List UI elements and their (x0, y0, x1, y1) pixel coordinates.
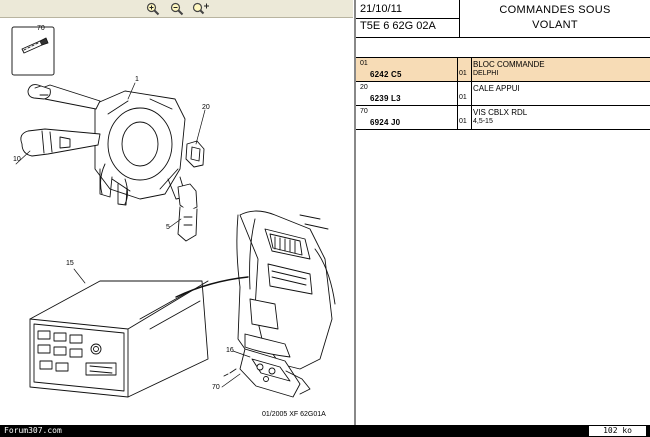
zoom-fit-icon[interactable] (192, 1, 210, 16)
cruise-control-stalk (177, 183, 198, 242)
column-divider (457, 82, 458, 105)
diagram-footer-reference: 01/2005 XF 62G01A (262, 411, 326, 418)
column-divider (471, 58, 472, 81)
callout-leaders (15, 82, 251, 388)
part-quantity: 01 (459, 94, 467, 101)
part-number: 70 (360, 108, 368, 115)
status-bar: Forum307.com 102 ko (0, 425, 650, 437)
screw-inset (11, 26, 55, 76)
parts-list-pane: 21/10/11 T5E 6 62G 02A COMMANDES SOUS VO… (354, 0, 650, 425)
callout-label: 10 (13, 156, 21, 163)
column-divider (471, 82, 472, 105)
zoom-in-icon[interactable] (144, 1, 162, 16)
part-reference: 6242 C5 (370, 70, 402, 79)
page-title: COMMANDES SOUS VOLANT (460, 3, 650, 33)
header-divider (459, 0, 460, 38)
catalog-reference: T5E 6 62G 02A (360, 20, 436, 32)
diagram-pane: 70 1 20 10 5 15 16 70 01/2005 XF 62G01A (0, 0, 353, 423)
callout-label: 70 (37, 25, 45, 32)
zoom-toolbar (0, 0, 353, 18)
dashboard-view (236, 210, 336, 370)
catalog-date: 21/10/11 (360, 3, 403, 15)
zoom-out-icon[interactable] (168, 1, 186, 16)
part-description: VIS CBLX RDL (473, 108, 528, 117)
callout-label: 20 (202, 104, 210, 111)
page-title-line: COMMANDES SOUS (499, 4, 611, 16)
status-file-size: 102 ko (589, 426, 646, 436)
callout-label: 1 (135, 76, 139, 83)
part-description-detail: DELPHI (473, 70, 499, 77)
center-console-control-unit (223, 348, 311, 398)
part-quantity: 01 (459, 70, 467, 77)
callout-label: 70 (212, 384, 220, 391)
status-site-label: Forum307.com (4, 426, 62, 435)
column-divider (471, 106, 472, 129)
part-description: BLOC COMMANDE (473, 60, 545, 69)
part-reference: 6924 J0 (370, 118, 401, 127)
column-divider (457, 58, 458, 81)
catalog-header: 21/10/11 T5E 6 62G 02A COMMANDES SOUS VO… (356, 0, 650, 38)
steering-switch-assembly (20, 84, 205, 206)
callout-label: 16 (226, 347, 234, 354)
radio-display-unit (29, 280, 209, 398)
table-spacer-row (356, 38, 650, 58)
callout-label: 15 (66, 260, 74, 267)
column-divider (457, 106, 458, 129)
part-description-detail: 4,5-15 (473, 118, 493, 125)
callout-label: 5 (166, 224, 170, 231)
part-number: 01 (360, 60, 368, 67)
part-quantity: 01 (459, 118, 467, 125)
header-divider (356, 18, 459, 19)
part-number: 20 (360, 84, 368, 91)
page-title-line: VOLANT (532, 19, 578, 31)
exploded-parts-diagram: 70 1 20 10 5 15 16 70 01/2005 XF 62G01A (0, 19, 353, 423)
part-description: CALE APPUI (473, 84, 520, 93)
part-reference: 6239 L3 (370, 94, 401, 103)
